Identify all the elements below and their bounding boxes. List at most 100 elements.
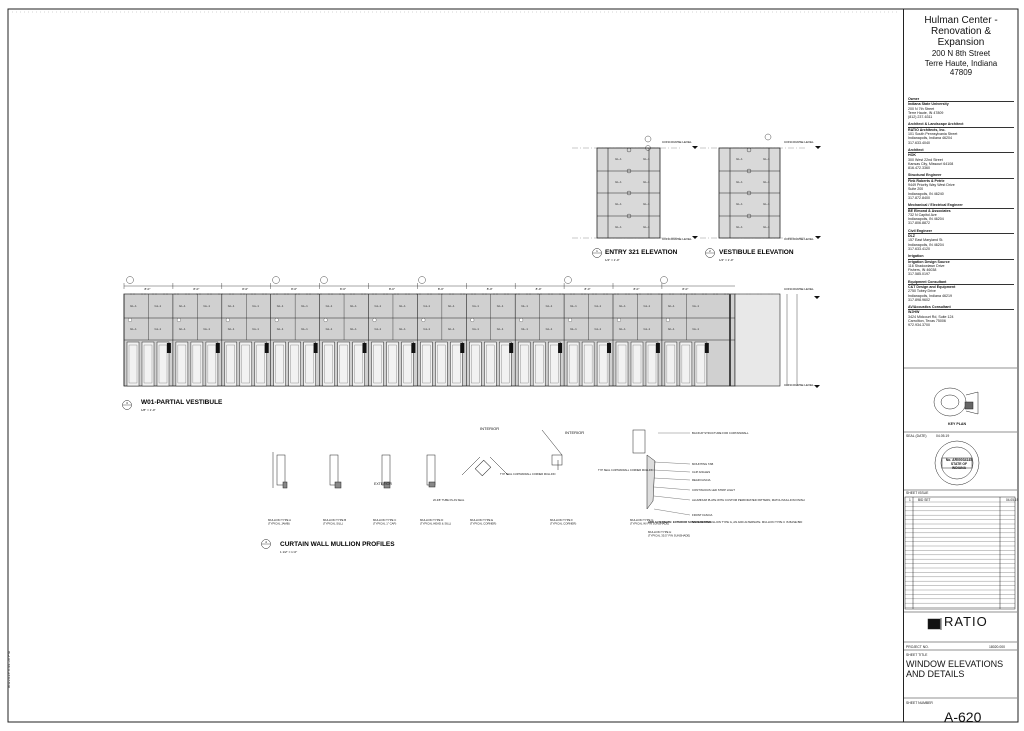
grid-bubble <box>272 276 280 284</box>
bay-dimension: 8'-0" <box>536 287 542 291</box>
glass-tag: GL-1 <box>203 304 210 308</box>
seal-label: SEAL (DATE) <box>906 434 927 438</box>
door-leaf <box>224 341 238 387</box>
glass-tag: GL-1 <box>692 327 699 331</box>
glass-tag: GL-1 <box>326 304 333 308</box>
project-address-2: Terre Haute, Indiana 47809 <box>924 59 998 77</box>
profiles-title-group: 4 CURTAIN WALL MULLION PROFILES 1 1/2" =… <box>261 539 395 554</box>
key-plan-label: KEY PLAN <box>948 422 967 426</box>
entry-title: ENTRY 321 ELEVATION <box>605 249 678 256</box>
svg-text:GL-1: GL-1 <box>736 157 743 161</box>
bay-dimension: 8'-0" <box>487 287 493 291</box>
glass-tag: GL-1 <box>595 327 602 331</box>
grid-bubble <box>564 276 572 284</box>
door-leaf <box>566 341 580 387</box>
grid-bubble <box>126 276 134 284</box>
door-leaf <box>484 341 497 387</box>
architect-seal <box>934 440 980 486</box>
bay-dimension: 8'-0" <box>389 287 395 291</box>
door-leaf <box>532 341 546 387</box>
door-leaf <box>679 341 693 387</box>
vestibule-number: 2 <box>709 249 711 253</box>
svg-text:GL-1: GL-1 <box>763 225 770 229</box>
svg-text:GL-1: GL-1 <box>643 180 650 184</box>
door-leaf <box>126 341 140 387</box>
profiles-number: 4 <box>265 540 267 544</box>
glass-tag: GL-1 <box>301 304 308 308</box>
project-name: Hulman Center - Renovation & Expansion <box>924 15 998 48</box>
glass-tag: GL-1 <box>570 304 577 308</box>
glass-tag: GL-1 <box>643 304 650 308</box>
bay-dimension: 8'-0" <box>144 287 150 291</box>
sheet-border <box>7 8 1019 723</box>
door-leaf <box>190 341 204 387</box>
svg-text:GL-1: GL-1 <box>615 180 622 184</box>
mullion-label: MULLION TYPE D(TYPICAL HEAD & SILL) <box>420 518 451 525</box>
sheet-number: A-620 <box>944 709 982 725</box>
door-leaf <box>450 341 463 387</box>
entry-number: 1 <box>596 249 598 253</box>
sill-tube-callout: 20-3/8" TUBE FS AS SEAL <box>433 498 465 502</box>
mullion-label: MULLION TYPE B(TYPICAL SILL) <box>323 518 346 525</box>
door-leaf <box>499 341 512 387</box>
svg-text:GL-1: GL-1 <box>643 225 650 229</box>
door-leaf <box>352 341 365 387</box>
svg-text:GL-1: GL-1 <box>643 157 650 161</box>
glass-tag: GL-1 <box>448 327 455 331</box>
svg-text:GL-1: GL-1 <box>736 180 743 184</box>
glass-tag: GL-1 <box>130 304 137 308</box>
svg-text:CONTINUOUS LED STRIP LIGHT: CONTINUOUS LED STRIP LIGHT <box>692 488 735 492</box>
project-no-label: PROJECT NO. <box>906 645 929 649</box>
mullion-type-labels: MULLION TYPE A(TYPICAL JAMB)MULLION TYPE… <box>268 518 690 537</box>
profile-callouts: BACKUP STRUCTURE FOR CURTAINWALL MOUNTIN… <box>648 431 805 524</box>
svg-text:ADD ALTERNATE: EXTERIOR SUNSHA: ADD ALTERNATE: EXTERIOR SUNSHADE FINS <box>648 520 711 524</box>
glass-tag: GL-1 <box>399 304 406 308</box>
svg-text:CONCOURSE LEVEL: CONCOURSE LEVEL <box>784 287 814 291</box>
door-leaf <box>205 341 219 387</box>
glass-tag: GL-1 <box>228 304 235 308</box>
glass-tag: GL-1 <box>179 327 186 331</box>
glass-tag: GL-1 <box>203 327 210 331</box>
sheet-issue-label: SHEET ISSUE <box>906 491 929 495</box>
mullion-label: MULLION TYPE G(TYPICAL W/ FIN SUNSHADE) <box>630 518 669 525</box>
door-leaf <box>254 341 268 387</box>
glass-tag: GL-1 <box>668 327 675 331</box>
profiles-scale: 1 1/2" = 1'-0" <box>280 550 297 554</box>
partial-number: 3 <box>126 401 128 405</box>
sheet-title: WINDOW ELEVATIONS AND DETAILS <box>906 659 1004 679</box>
title-block-graphics <box>903 367 1017 699</box>
profiles-title: CURTAIN WALL MULLION PROFILES <box>280 541 395 548</box>
svg-text:GL-1: GL-1 <box>615 225 622 229</box>
glass-tag: GL-1 <box>277 304 284 308</box>
plot-timestamp: 8/4/2019 3:44:56 PM <box>6 650 11 688</box>
glass-tag: GL-1 <box>668 304 675 308</box>
door-leaf <box>645 341 659 387</box>
bay-dimension: 8'-0" <box>291 287 297 291</box>
grid-bubble <box>418 276 426 284</box>
glass-tag: GL-1 <box>546 327 553 331</box>
glass-tag: GL-1 <box>252 304 259 308</box>
svg-text:GL-1: GL-1 <box>763 180 770 184</box>
svg-text:GL-1: GL-1 <box>615 157 622 161</box>
glass-tag: GL-1 <box>375 327 382 331</box>
mullion-label: MULLION TYPE C(TYPICAL 1" CAP) <box>373 518 396 525</box>
svg-text:REAR FASCIA: REAR FASCIA <box>692 478 711 482</box>
glass-tag: GL-1 <box>546 304 553 308</box>
sheet-title-label: SHEET TITLE <box>906 653 928 657</box>
glass-tag: GL-1 <box>252 327 259 331</box>
door-leaf <box>175 341 189 387</box>
door-leaf <box>386 341 399 387</box>
bay-dimension: 8'-0" <box>633 287 639 291</box>
door-leaf <box>615 341 629 387</box>
mullion-label: MULLION TYPE H(TYPICAL 35.5" FIN SUNSHAD… <box>648 530 690 537</box>
bay-dimension: 8'-0" <box>340 287 346 291</box>
corner-callout-2: TYP SEAL CURTAINWALL CORNER MULLION <box>598 468 653 472</box>
glass-tag: GL-1 <box>375 304 382 308</box>
door-leaf <box>337 341 350 387</box>
